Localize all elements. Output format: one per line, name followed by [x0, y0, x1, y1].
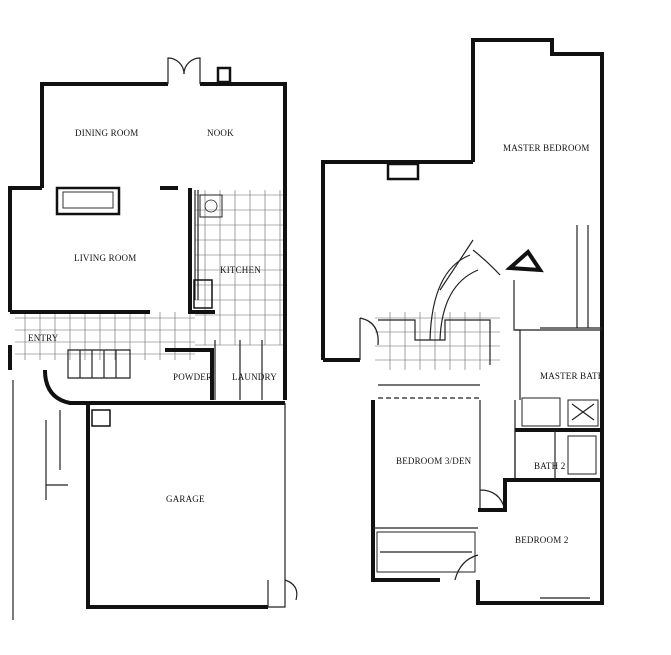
bedroom3-wall [371, 400, 440, 582]
dining-room-label: DINING ROOM [75, 128, 138, 138]
garage-wall [86, 403, 268, 609]
entry-tile [15, 312, 195, 360]
master-bedroom-label: MASTER BEDROOM [503, 143, 590, 153]
bedroom2-wall [476, 478, 604, 605]
nook-label: NOOK [207, 128, 234, 138]
second-floor: MASTER BEDROOM MASTER BATH BATH 2 BEDROO… [321, 38, 605, 605]
master-bedroom-wall [471, 38, 604, 480]
kitchen-tile [195, 190, 285, 346]
dining-nook-wall [40, 82, 287, 400]
living-room-label: LIVING ROOM [74, 253, 136, 263]
kitchen-label: KITCHEN [220, 265, 261, 275]
bath-2-label: BATH 2 [534, 461, 565, 471]
entry-label: ENTRY [28, 333, 59, 343]
powder-label: POWDER [173, 372, 212, 382]
garage-label: GARAGE [166, 494, 205, 504]
master-bath-label: MASTER BATH [540, 371, 605, 381]
bedroom-2-label: BEDROOM 2 [515, 535, 569, 545]
first-floor: DINING ROOM NOOK LIVING ROOM KITCHEN ENT… [8, 57, 298, 620]
laundry-label: LAUNDRY [232, 372, 277, 382]
bedroom-3-den-label: BEDROOM 3/DEN [396, 456, 472, 466]
living-wall-left [8, 186, 42, 370]
